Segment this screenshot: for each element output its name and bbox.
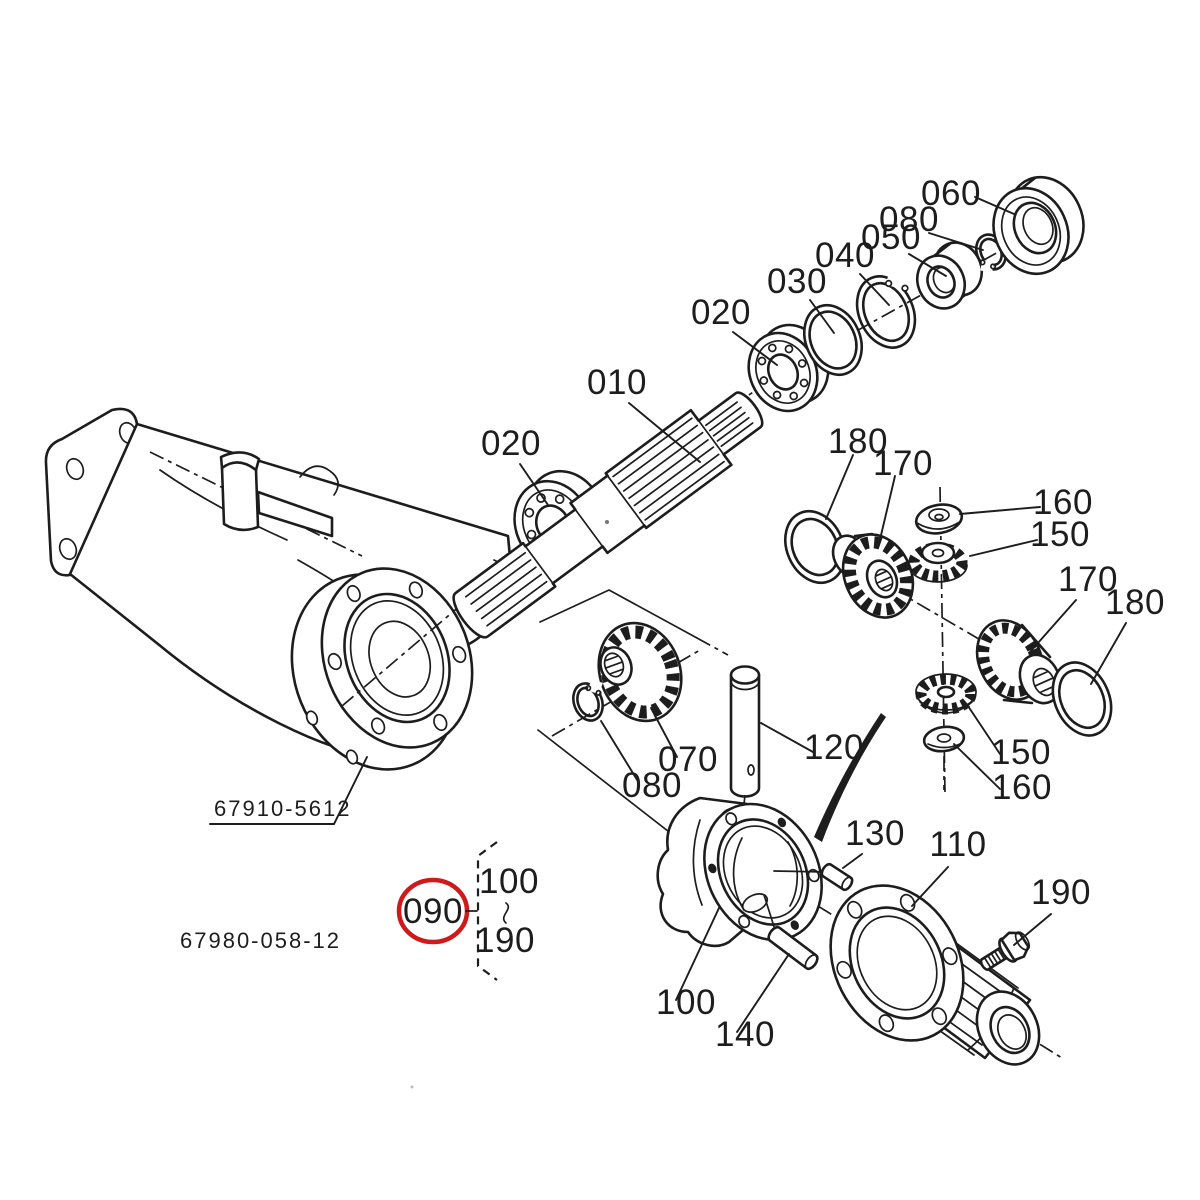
assembly-part-number: 67910-5612 [214, 796, 351, 821]
callout-020-upper: 020 [691, 293, 751, 332]
callout-110: 110 [929, 825, 986, 864]
pinion-gear-150-upper [908, 541, 968, 583]
shim-030 [803, 304, 863, 376]
callout-070: 070 [658, 740, 718, 779]
callout-leader-lines [209, 196, 1127, 1033]
callout-010: 010 [587, 363, 647, 402]
thrust-washer-160-upper [914, 503, 964, 535]
callout-180-left: 180 [828, 422, 888, 461]
callout-180-right: 180 [1105, 583, 1165, 622]
spider-shaft-120 [729, 665, 761, 851]
range-to-label: 190 [475, 921, 535, 960]
bevel-gear-070 [597, 621, 683, 723]
pin-140 [767, 925, 819, 971]
side-gear-170-left [831, 532, 915, 619]
callout-060: 060 [921, 174, 981, 213]
callout-020-left: 020 [481, 424, 541, 463]
collar-050 [915, 241, 984, 310]
pinion-gear-150-lower [915, 673, 977, 715]
callout-150-lower: 150 [991, 733, 1051, 772]
callout-120: 120 [804, 728, 864, 767]
callout-080-upper: 080 [879, 200, 939, 239]
callout-140: 140 [715, 1015, 775, 1054]
callout-050: 050 [861, 218, 921, 257]
shim-180-left [784, 510, 846, 584]
callout-170-left: 170 [873, 444, 933, 483]
callout-080-mid: 080 [622, 766, 682, 805]
oil-seal-060 [992, 175, 1085, 276]
callout-040: 040 [815, 236, 875, 275]
callout-160-upper: 160 [1033, 483, 1093, 522]
scan-speck [605, 520, 609, 524]
highlighted-callout-090: 090 [396, 877, 478, 945]
callout-090: 090 [403, 892, 463, 931]
range-from-label: 100 [479, 862, 539, 901]
callout-150-upper: 150 [1030, 515, 1090, 554]
range-tilde [502, 902, 510, 924]
pinion-shaft-010 [452, 391, 764, 639]
axle-hub-110 [829, 884, 1041, 1066]
side-gear-170-right [975, 619, 1062, 705]
callout-100-case: 100 [656, 983, 716, 1022]
callout-190-bolt: 190 [1031, 873, 1091, 912]
gearcase-housing [44, 407, 513, 771]
callout-130: 130 [845, 814, 905, 853]
callout-160-lower: 160 [992, 768, 1052, 807]
assembly-sweep-curve [814, 713, 886, 842]
callout-030: 030 [767, 262, 827, 301]
shim-180-right [1051, 661, 1113, 737]
differential-case-100 [656, 796, 828, 948]
snap-ring-080-mid [572, 678, 604, 722]
snap-ring-040 [855, 267, 917, 349]
figure-number: 67980-058-12 [180, 928, 341, 953]
range-bracket: 100 190 [475, 841, 539, 981]
scan-speck [410, 1085, 414, 1089]
callout-170-right: 170 [1058, 560, 1118, 599]
pin-130 [820, 862, 854, 892]
thrust-washer-160-lower [922, 725, 966, 790]
